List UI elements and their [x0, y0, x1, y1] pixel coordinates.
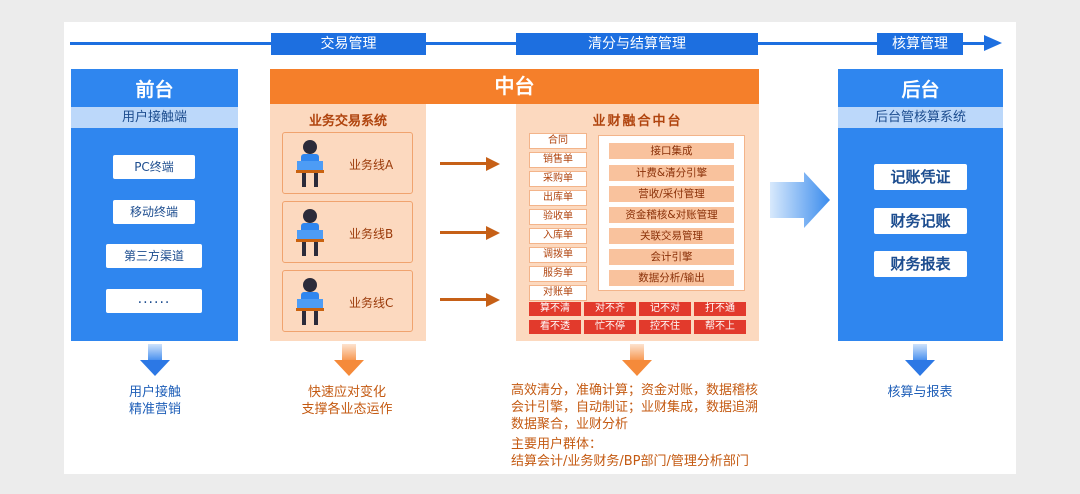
finance-down-arrow — [622, 360, 652, 376]
business-line-a-label: 业务线A — [349, 156, 393, 173]
middle-title: 中台 — [270, 69, 759, 104]
front-item-pc: PC终端 — [113, 155, 195, 179]
doc-item: 销售单 — [529, 152, 587, 168]
problem-item: 记不对 — [639, 302, 691, 316]
front-caption: 用户接触 精准营销 — [100, 384, 210, 418]
back-down-arrow — [905, 360, 935, 376]
function-item: 关联交易管理 — [609, 228, 734, 244]
doc-item: 合同 — [529, 133, 587, 149]
problem-item: 算不清 — [529, 302, 581, 316]
business-system-panel: 业务交易系统 业务线A 业务线B — [270, 104, 426, 341]
problem-item: 忙不停 — [584, 320, 636, 334]
flow-arrow-b-line — [440, 231, 488, 234]
doc-item: 验收单 — [529, 209, 587, 225]
front-item-more: ...... — [106, 289, 202, 313]
function-item: 数据分析/输出 — [609, 270, 734, 286]
back-item-report: 财务报表 — [874, 251, 967, 277]
tag-accounting-management: 核算管理 — [877, 33, 963, 55]
doc-item: 服务单 — [529, 266, 587, 282]
tag-clearing-settlement: 清分与结算管理 — [516, 33, 758, 55]
finance-caption-line4: 主要用户群体： — [511, 436, 781, 453]
problem-item: 帮不上 — [694, 320, 746, 334]
function-item: 接口集成 — [609, 143, 734, 159]
back-panel: 后台 后台管核算系统 记账凭证 财务记账 财务报表 — [838, 69, 1003, 341]
finance-caption-line3: 数据聚合，业财分析 — [511, 416, 781, 433]
person-icon — [293, 277, 327, 327]
business-line-b-box: 业务线B — [282, 201, 413, 263]
finance-center-title: 业财融合中台 — [516, 110, 759, 129]
function-item: 营收/采付管理 — [609, 186, 734, 202]
back-title: 后台 — [838, 75, 1003, 102]
back-caption: 核算与报表 — [865, 384, 975, 401]
doc-item: 对账单 — [529, 285, 587, 301]
finance-down-arrow-stem — [630, 344, 644, 360]
person-icon — [293, 208, 327, 258]
business-line-c-label: 业务线C — [349, 294, 393, 311]
business-line-b-label: 业务线B — [349, 225, 393, 242]
front-item-third-party: 第三方渠道 — [106, 244, 202, 268]
front-panel: 前台 用户接触端 PC终端 移动终端 第三方渠道 ...... — [71, 69, 238, 341]
back-subtitle: 后台管核算系统 — [838, 107, 1003, 128]
flow-arrow-c-head — [486, 293, 500, 307]
person-icon — [293, 139, 327, 189]
business-line-c-box: 业务线C — [282, 270, 413, 332]
back-item-voucher: 记账凭证 — [874, 164, 967, 190]
business-caption: 快速应对变化 支撑各业态运作 — [292, 384, 402, 418]
flow-arrow-b-head — [486, 226, 500, 240]
front-down-arrow — [140, 360, 170, 376]
doc-item: 调拨单 — [529, 247, 587, 263]
front-caption-line1: 用户接触 — [100, 384, 210, 401]
doc-item: 出库单 — [529, 190, 587, 206]
finance-caption: 高效清分，准确计算；资金对账，数据稽核 会计引擎，自动制证；业财集成，数据追溯 … — [511, 382, 781, 470]
problem-item: 对不齐 — [584, 302, 636, 316]
flow-arrow-c-line — [440, 298, 488, 301]
front-item-mobile: 移动终端 — [113, 200, 195, 224]
finance-caption-line2: 会计引擎，自动制证；业财集成，数据追溯 — [511, 399, 781, 416]
front-down-arrow-stem — [148, 344, 162, 360]
back-down-arrow-stem — [913, 344, 927, 360]
finance-center-panel: 业财融合中台 合同 销售单 采购单 出库单 验收单 入库单 调拨单 服务单 对账… — [516, 104, 759, 341]
business-line-a-box: 业务线A — [282, 132, 413, 194]
problem-item: 控不住 — [639, 320, 691, 334]
function-item: 资金稽核&对账管理 — [609, 207, 734, 223]
finance-caption-line1: 高效清分，准确计算；资金对账，数据稽核 — [511, 382, 781, 399]
business-caption-line2: 支撑各业态运作 — [292, 401, 402, 418]
flow-arrow-a-head — [486, 157, 500, 171]
front-subtitle: 用户接触端 — [71, 107, 238, 128]
function-item: 计费&清分引擎 — [609, 165, 734, 181]
flow-arrow-a-line — [440, 162, 488, 165]
back-item-bookkeeping: 财务记账 — [874, 208, 967, 234]
front-caption-line2: 精准营销 — [100, 401, 210, 418]
doc-item: 采购单 — [529, 171, 587, 187]
business-down-arrow-stem — [342, 344, 356, 360]
chevron-right-arrow — [770, 172, 830, 228]
flow-arrow-head — [984, 35, 1002, 51]
tag-trade-management: 交易管理 — [271, 33, 426, 55]
doc-item: 入库单 — [529, 228, 587, 244]
problem-item: 打不通 — [694, 302, 746, 316]
business-down-arrow — [334, 360, 364, 376]
business-caption-line1: 快速应对变化 — [292, 384, 402, 401]
finance-caption-line5: 结算会计/业务财务/BP部门/管理分析部门 — [511, 453, 781, 470]
function-item: 会计引擎 — [609, 249, 734, 265]
problem-item: 看不透 — [529, 320, 581, 334]
business-system-title: 业务交易系统 — [270, 110, 426, 129]
front-title: 前台 — [71, 75, 238, 102]
